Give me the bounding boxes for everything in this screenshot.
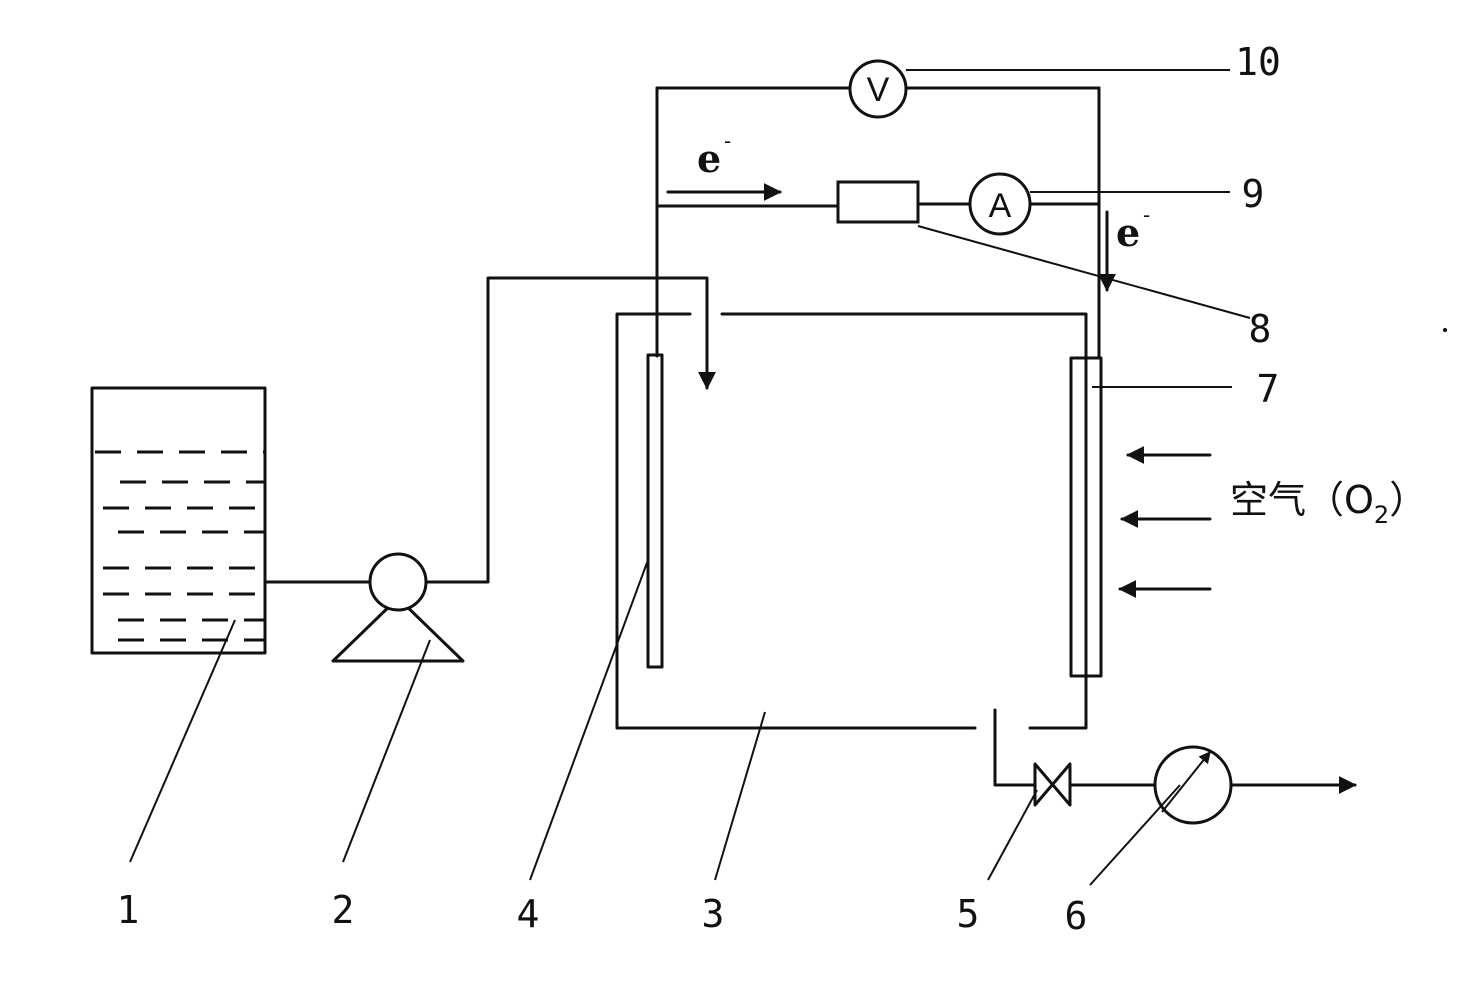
outlet-pipe: [993, 708, 1037, 787]
label-resistor: 8: [1249, 307, 1272, 351]
svg-text:A: A: [989, 187, 1012, 225]
reaction-chamber: [615, 312, 1088, 730]
label-tank: 1: [117, 888, 140, 932]
label-cathode: 7: [1257, 367, 1280, 411]
inlet-pipe: [424, 276, 716, 584]
label-pump: 2: [332, 888, 355, 932]
electron-label-right: e -: [1116, 203, 1150, 255]
air-inflow-arrows: [1118, 446, 1212, 598]
pump: [331, 552, 465, 663]
cathode: [1069, 356, 1103, 678]
external-circuit: [655, 86, 1101, 360]
air-label: 空气（O2）: [1230, 478, 1427, 529]
anode: [646, 353, 664, 669]
flowmeter: [1153, 745, 1233, 825]
svg-text:空气（O2）: 空气（O2）: [1230, 478, 1427, 529]
label-ammeter: 9: [1242, 172, 1265, 216]
svg-text:-: -: [724, 129, 731, 153]
stray-dot: [1443, 328, 1447, 332]
ammeter: A: [968, 172, 1032, 236]
svg-text:e: e: [1116, 210, 1140, 255]
label-anode: 4: [517, 892, 540, 936]
label-chamber: 3: [702, 892, 725, 936]
voltmeter: V: [848, 59, 908, 119]
feed-tank: [90, 386, 267, 655]
leader-lines: [129, 69, 1251, 886]
label-valve: 5: [957, 892, 980, 936]
svg-text:-: -: [1143, 203, 1150, 227]
svg-text:e: e: [697, 136, 721, 181]
electron-label-top: e -: [697, 129, 731, 181]
svg-text:V: V: [867, 71, 890, 109]
label-voltmeter: 10: [1235, 40, 1281, 84]
label-flowmeter: 6: [1065, 894, 1088, 938]
valve: [1033, 762, 1072, 807]
resistor: [836, 180, 920, 224]
